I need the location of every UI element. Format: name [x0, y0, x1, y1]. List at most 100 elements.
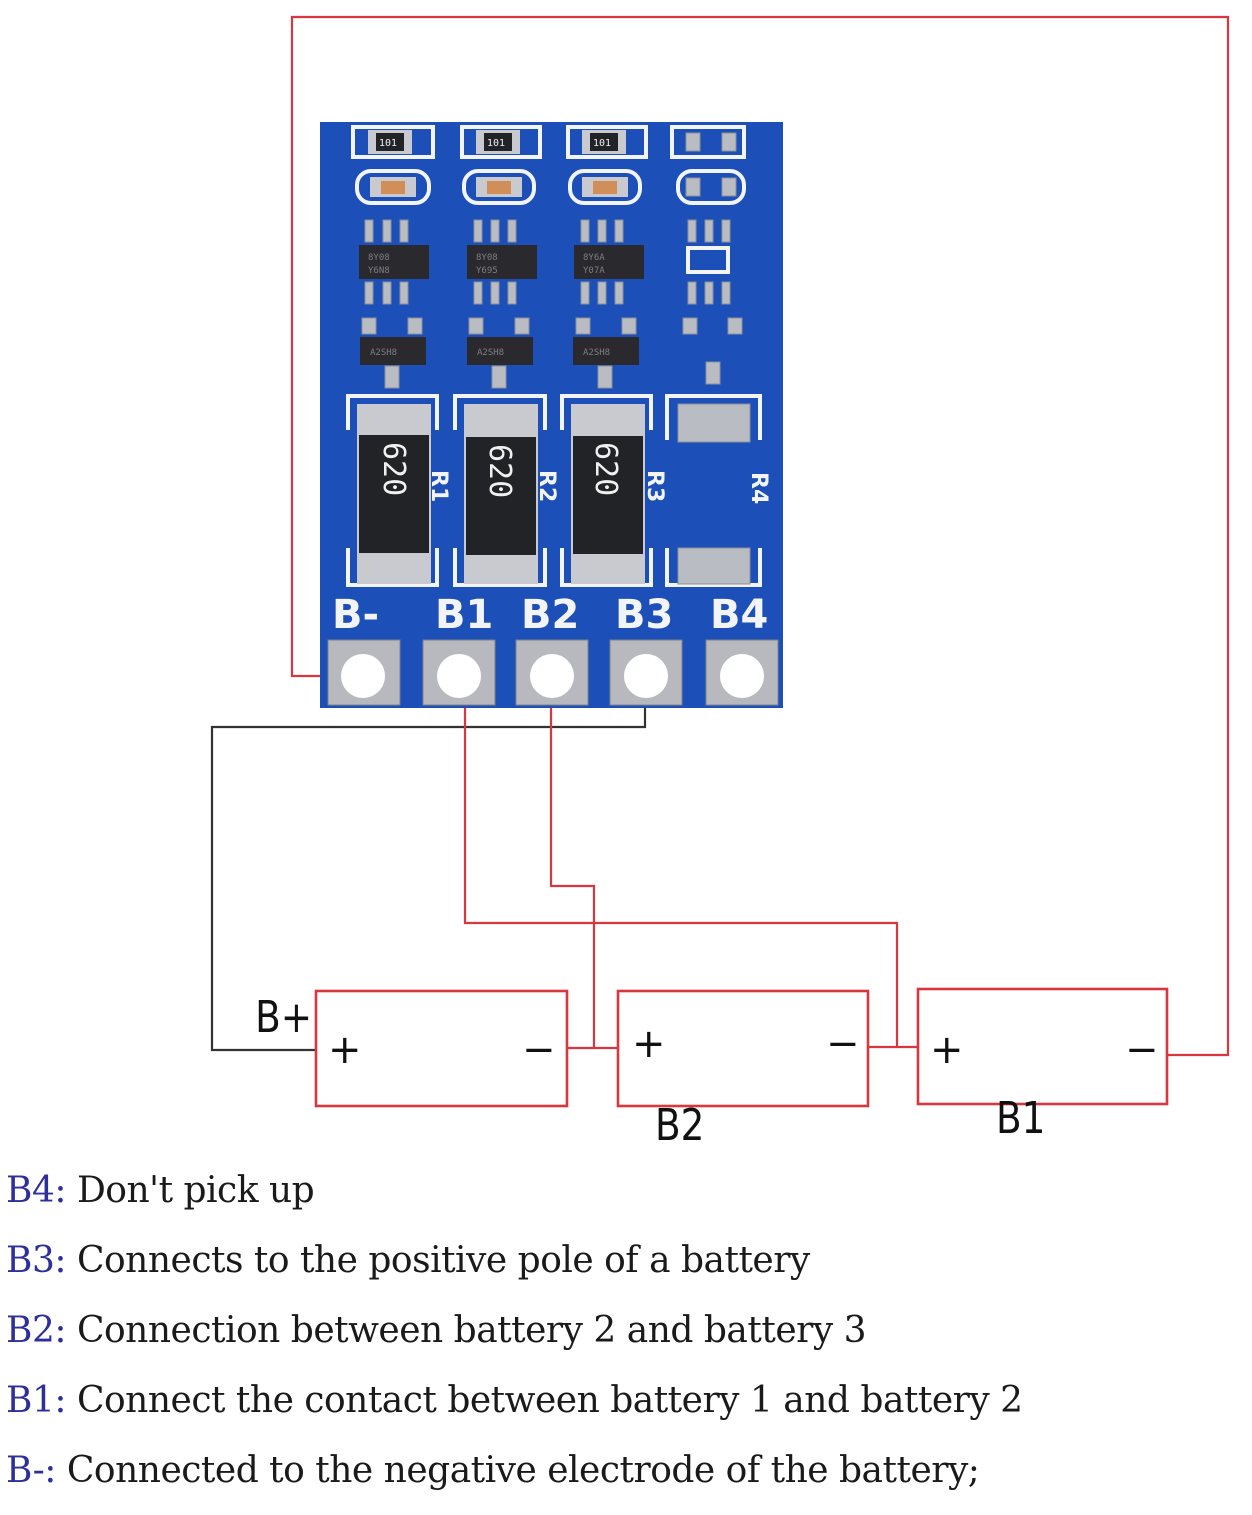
empty-pad	[705, 361, 721, 385]
battery-2-body	[616, 989, 870, 1108]
ic-marking: 8Y6A	[583, 253, 605, 263]
ic-pin	[507, 219, 517, 243]
silk-outline	[686, 246, 730, 274]
small-resistor-body	[484, 133, 512, 151]
battery-3-body	[314, 989, 569, 1108]
small-resistor-marking: 101	[379, 138, 397, 149]
wire-b3-to-b-plus	[210, 706, 647, 1052]
empty-pad	[721, 219, 731, 243]
small-resistor-body	[590, 133, 618, 151]
mosfet-pad	[468, 317, 484, 335]
battery-1-negative: −	[1125, 1027, 1159, 1073]
terminal-b4	[705, 639, 779, 706]
mosfet-pad	[491, 365, 507, 389]
terminal-b1	[422, 639, 496, 706]
ic-pin	[614, 281, 624, 305]
ic-marking: Y695	[476, 266, 498, 276]
ic-pin	[507, 281, 517, 305]
empty-pad	[685, 132, 701, 152]
power-resistor-marking: 620	[376, 442, 411, 496]
terminal-hole	[341, 654, 385, 698]
empty-pad	[687, 281, 697, 305]
legend-text: Connects to the positive pole of a batte…	[66, 1240, 810, 1281]
label-b1: B1	[996, 1092, 1045, 1144]
capacitor-body	[593, 181, 617, 194]
label-b2: B2	[655, 1099, 704, 1150]
silk-outline	[346, 394, 439, 587]
battery-1-positive: +	[930, 1027, 964, 1073]
battery-2-positive: +	[632, 1021, 666, 1067]
ic-pin	[399, 219, 409, 243]
mosfet-pad	[514, 317, 530, 335]
empty-pad	[677, 403, 751, 443]
legend-text: Don't pick up	[66, 1170, 315, 1211]
small-resistor-body	[376, 133, 404, 151]
battery-3: + −	[314, 989, 569, 1108]
pcb-channel-1: 101 8Y08 Y6N8 A2SH8 620	[346, 125, 451, 587]
ic-marking: 8Y08	[368, 253, 390, 263]
resistor-designator: R3	[642, 470, 667, 502]
power-resistor-body	[573, 436, 643, 554]
empty-pad	[682, 317, 698, 335]
empty-pad	[727, 317, 743, 335]
battery-1: + −	[916, 987, 1169, 1106]
legend-item-b-minus: B-: Connected to the negative electrode …	[6, 1445, 1246, 1515]
terminal-hole	[624, 654, 668, 698]
terminal-label-b1: B1	[435, 592, 493, 638]
small-resistor-marking: 101	[487, 138, 505, 149]
ic-u1	[359, 245, 429, 279]
legend-text: Connect the contact between battery 1 an…	[66, 1380, 1023, 1421]
pcb-channel-3: 101 8Y6A Y07A A2SH8 620 R3	[560, 125, 667, 587]
ic-marking: Y6N8	[368, 266, 390, 276]
legend-item-b4: B4: Don't pick up	[6, 1165, 1246, 1235]
mosfet-marking: A2SH8	[370, 348, 397, 358]
silk-outline	[670, 125, 746, 159]
battery-2-negative: −	[826, 1021, 860, 1067]
legend-key: B-:	[6, 1450, 56, 1491]
silk-outline	[560, 394, 653, 587]
capacitor-body	[487, 181, 511, 194]
wires	[210, 15, 1230, 1057]
terminal-b3	[609, 639, 683, 706]
ic-pin	[399, 281, 409, 305]
wire-b1	[463, 706, 899, 1048]
battery-2: + −	[616, 989, 870, 1108]
bms-pcb-board: 101 8Y08 Y6N8 A2SH8 620	[320, 122, 783, 708]
silk-outline	[355, 169, 431, 205]
terminal-hole	[530, 654, 574, 698]
terminal-hole	[437, 654, 481, 698]
mosfet-pad	[384, 365, 400, 389]
ic-pin	[382, 281, 392, 305]
resistor-designator: R4	[746, 472, 771, 504]
ic-pin	[473, 219, 483, 243]
ic-pin	[597, 281, 607, 305]
wire-b2	[549, 706, 596, 1048]
small-resistor-marking: 101	[593, 138, 611, 149]
ic-pin	[597, 219, 607, 243]
empty-pad	[685, 177, 701, 197]
wiring-diagram: + − + − + − B+ B2 B1 B− 101	[210, 15, 1230, 1150]
legend-key: B1:	[6, 1380, 67, 1421]
power-resistor-body	[466, 437, 536, 555]
pcb-channel-2: 101 8Y08 Y695 A2SH8 620 R2	[453, 125, 559, 587]
silk-outline	[453, 394, 547, 587]
legend-item-b2: B2: Connection between battery 2 and bat…	[6, 1305, 1246, 1375]
silk-outline	[676, 169, 746, 205]
empty-pad	[721, 177, 737, 197]
legend-text: Connection between battery 2 and battery…	[66, 1310, 867, 1351]
mosfet-pad	[575, 317, 591, 335]
ic-pin	[490, 281, 500, 305]
mosfet-q2	[467, 337, 533, 365]
ic-pin	[614, 219, 624, 243]
silk-outline	[665, 394, 762, 587]
ic-pin	[382, 219, 392, 243]
silk-outline	[568, 169, 642, 205]
ic-pin	[364, 281, 374, 305]
ic-pin	[580, 281, 590, 305]
silk-outline	[351, 125, 435, 159]
empty-pad	[704, 219, 714, 243]
pin-legend: B4: Don't pick up B3: Connects to the po…	[6, 1165, 1246, 1515]
legend-key: B2:	[6, 1310, 67, 1351]
mosfet-pad	[621, 317, 637, 335]
ic-marking: Y07A	[583, 266, 605, 276]
